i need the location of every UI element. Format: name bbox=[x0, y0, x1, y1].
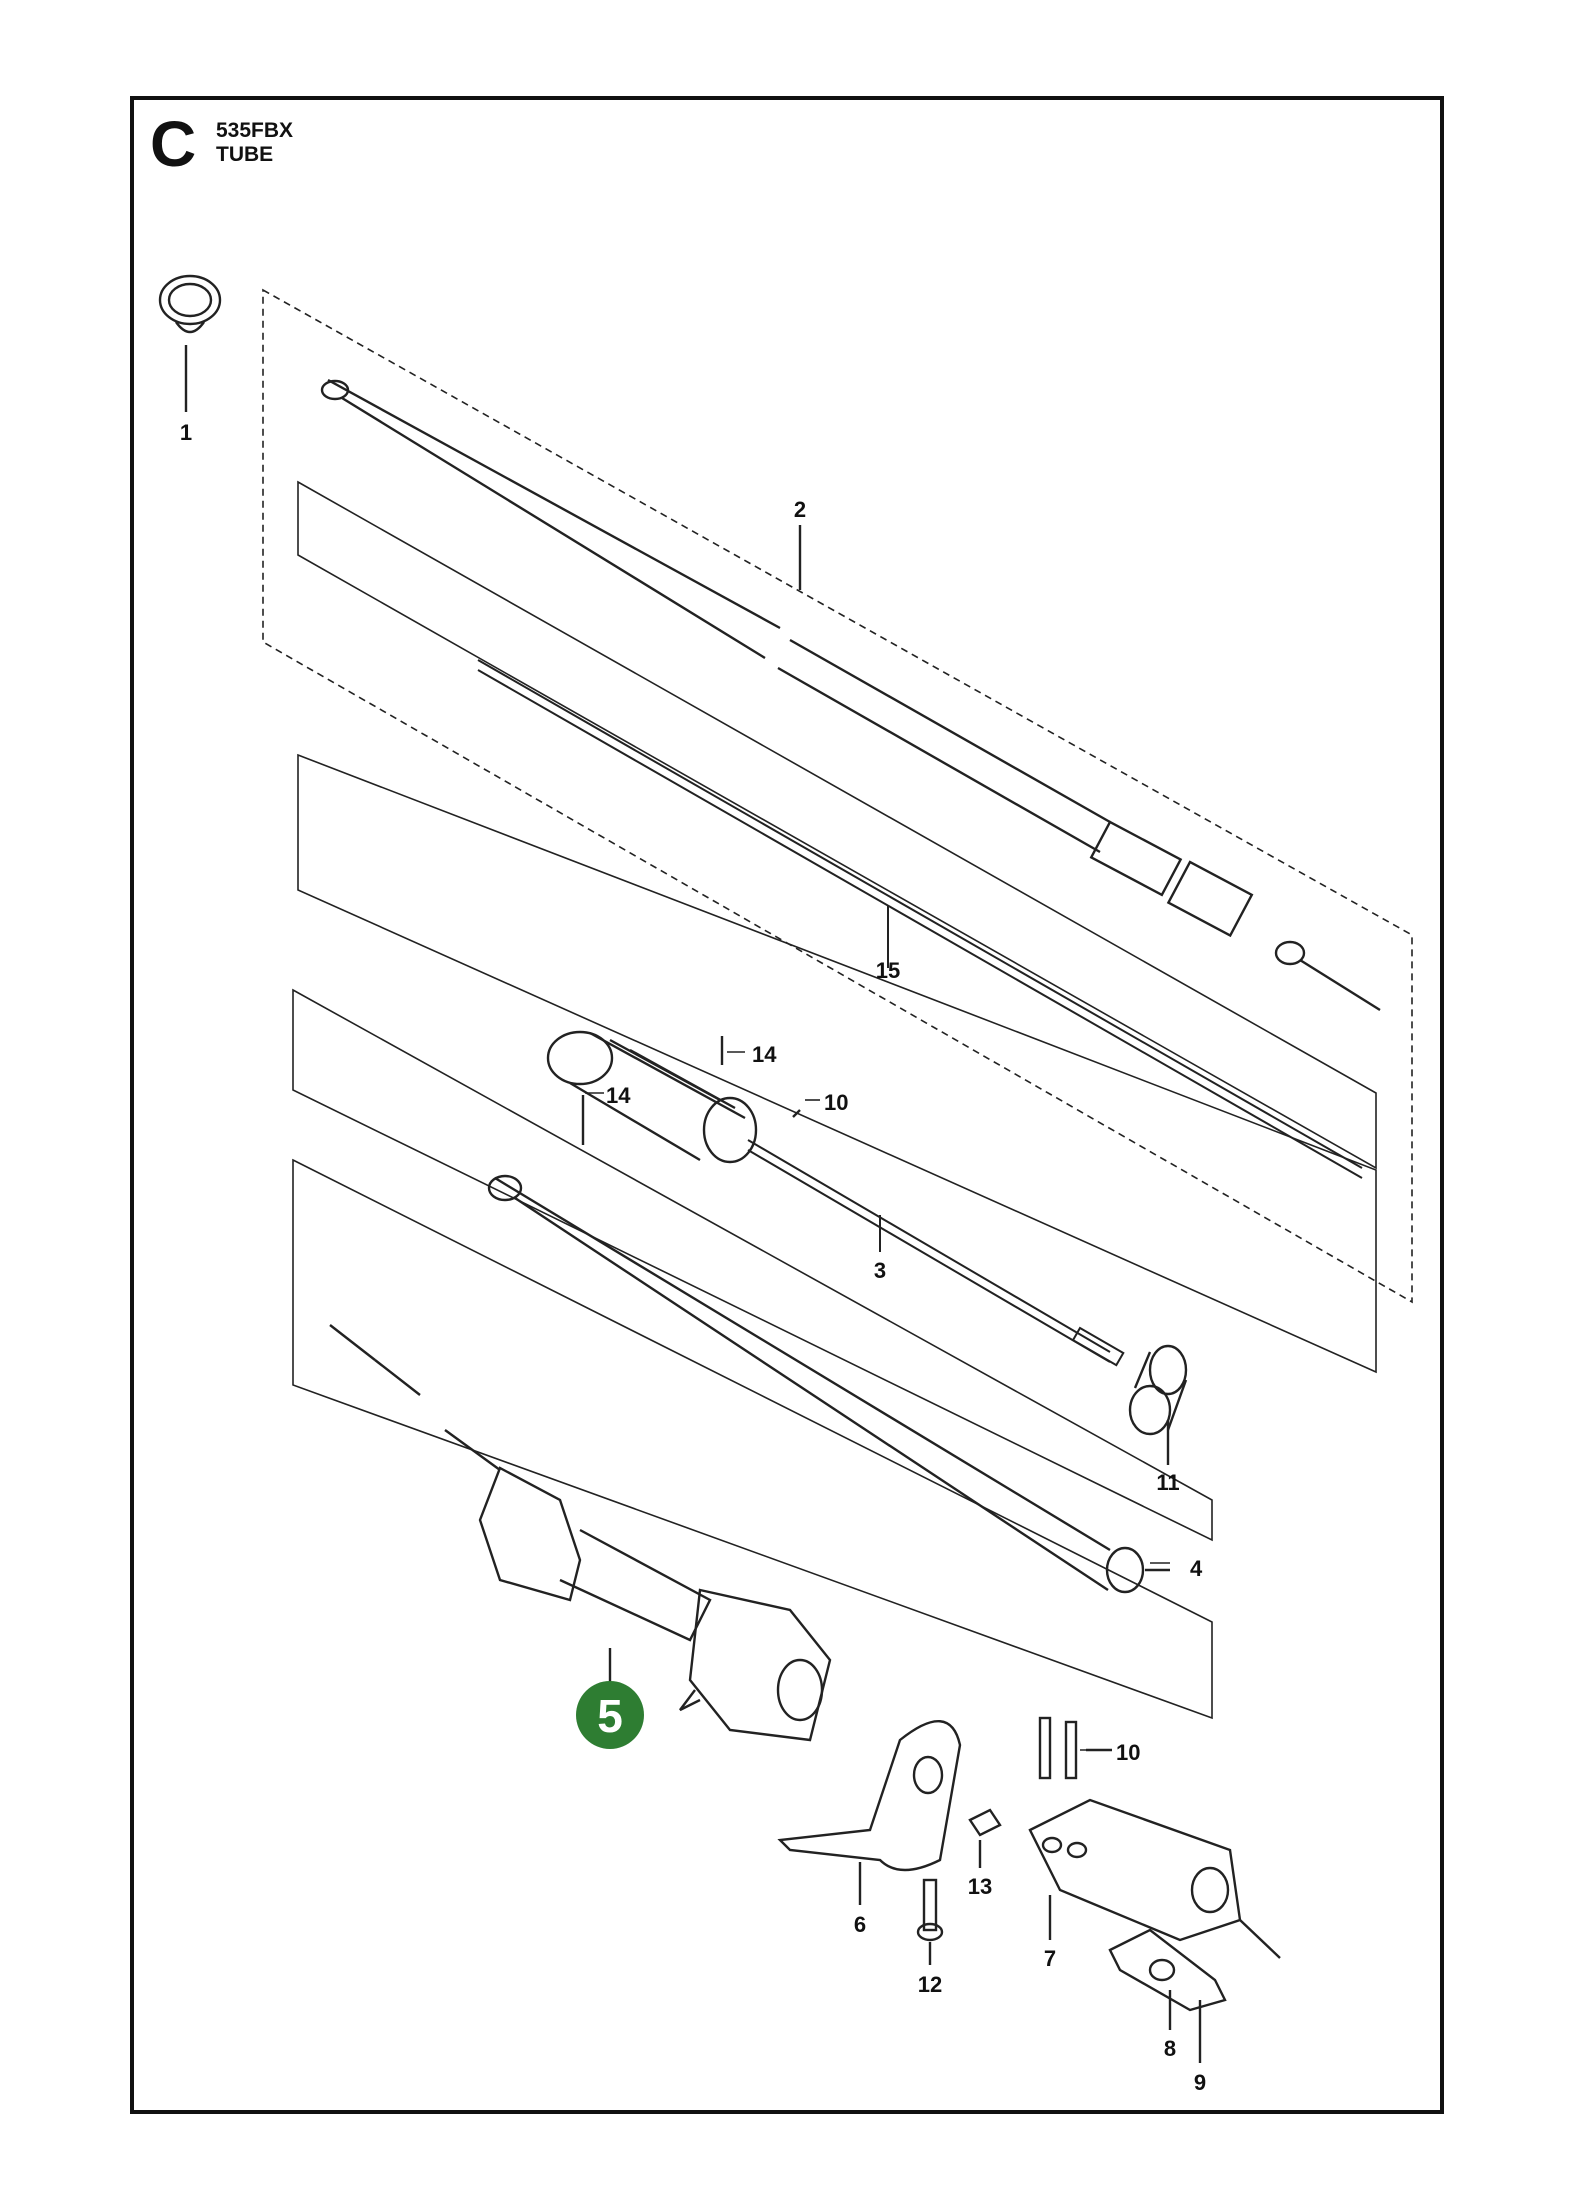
part-label-9: 9 bbox=[1194, 2070, 1206, 2095]
diagram-subtitle: TUBE bbox=[216, 143, 274, 166]
drive-shaft-part bbox=[477, 659, 1363, 1179]
bearing-housing-part bbox=[546, 1030, 801, 1164]
outline-tube bbox=[292, 988, 1213, 1542]
part-label-10-upper: 10 bbox=[824, 1090, 848, 1115]
throttle-handle-part bbox=[329, 1324, 832, 1742]
part-label-10-lower: 10 bbox=[1116, 1740, 1140, 1765]
clamp-part bbox=[158, 274, 222, 412]
lever-part bbox=[1108, 1928, 1227, 2063]
part-label-8: 8 bbox=[1164, 2036, 1176, 2061]
tube-part bbox=[320, 378, 1381, 1012]
part-label-3: 3 bbox=[874, 1258, 886, 1283]
part-label-12: 12 bbox=[918, 1972, 942, 1997]
model-name: 535FBX bbox=[216, 119, 294, 142]
screw-12-part bbox=[916, 1878, 944, 1965]
part-label-2: 2 bbox=[794, 497, 806, 522]
handle-support-part bbox=[777, 1720, 962, 1905]
nut-part bbox=[968, 1808, 1002, 1868]
part-label-4: 4 bbox=[1190, 1556, 1203, 1581]
outline-handle bbox=[292, 1158, 1213, 1720]
diagram-frame bbox=[130, 96, 1444, 2114]
outline-shaft bbox=[297, 753, 1377, 1374]
outer-tube-part bbox=[487, 1174, 1170, 1594]
assembly-outline-dashed bbox=[262, 288, 1413, 1304]
part-label-13: 13 bbox=[968, 1874, 992, 1899]
outline-drive-shaft bbox=[297, 480, 1377, 1170]
sleeve-part bbox=[1128, 1344, 1188, 1465]
part-label-14-upper: 14 bbox=[752, 1042, 777, 1067]
part-label-11: 11 bbox=[1156, 1470, 1179, 1495]
shaft-part bbox=[747, 1139, 1125, 1367]
part-label-7: 7 bbox=[1044, 1946, 1056, 1971]
part-label-1: 1 bbox=[180, 420, 192, 445]
section-letter: C bbox=[150, 108, 197, 180]
part-label-14-lower: 14 bbox=[606, 1083, 631, 1108]
highlight-badge bbox=[576, 1681, 644, 1749]
part-label-6: 6 bbox=[854, 1912, 866, 1937]
part-label-15: 15 bbox=[876, 958, 900, 983]
highlight-label-5: 5 bbox=[597, 1690, 623, 1742]
bracket-part bbox=[1028, 1716, 1281, 1959]
